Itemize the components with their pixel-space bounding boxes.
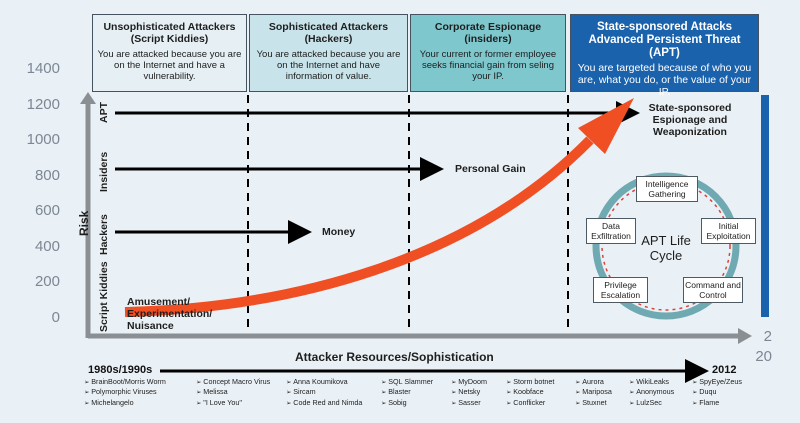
malware-item: Sircam bbox=[286, 387, 362, 397]
malware-item: Sobig bbox=[381, 398, 433, 408]
bg-tick: 1200 bbox=[26, 96, 60, 113]
blue-side-bar bbox=[761, 95, 769, 317]
malware-item: Koobface bbox=[506, 387, 554, 397]
malware-item: BrainBoot/Morris Worm bbox=[84, 377, 166, 387]
row-label-insiders: Insiders bbox=[98, 151, 110, 192]
malware-item: SQL Slammer bbox=[381, 377, 433, 387]
timeline-column: SQL Slammer Blaster Sobig bbox=[381, 377, 433, 408]
timeline-end: 2012 bbox=[712, 364, 737, 376]
timeline-column: Aurora Mariposa Stuxnet bbox=[575, 377, 612, 408]
timeline-start: 1980s/1990s bbox=[88, 364, 153, 376]
bg-trail: 20 bbox=[755, 348, 772, 365]
risk-curve bbox=[124, 136, 594, 317]
bg-tick: 1000 bbox=[26, 131, 60, 148]
header-title: State-sponsored Attacks Advanced Persist… bbox=[588, 21, 741, 59]
malware-item: LulzSec bbox=[629, 398, 674, 408]
stage-intelligence-gathering: Intelligence Gathering bbox=[636, 176, 698, 202]
malware-item: Mariposa bbox=[575, 387, 612, 397]
header-title: Corporate Espionage (insiders) bbox=[434, 21, 542, 45]
malware-item: Conflicker bbox=[506, 398, 554, 408]
malware-item: MyDoom bbox=[451, 377, 487, 387]
malware-item: Stuxnet bbox=[575, 398, 612, 408]
timeline-column: SpyEye/Zeus Duqu Flame bbox=[692, 377, 742, 408]
header-body: You are attacked because you are on the … bbox=[256, 49, 401, 82]
y-axis-label: Risk bbox=[77, 210, 91, 236]
target-money: Money bbox=[322, 226, 356, 238]
stage-data-exfiltration: Data Exfiltration bbox=[586, 218, 636, 244]
header-title: Unsophisticated Attackers (Script Kiddie… bbox=[103, 21, 236, 45]
malware-item: WikiLeaks bbox=[629, 377, 674, 387]
timeline-column: Anna Koumikova Sircam Code Red and Nimda bbox=[286, 377, 362, 408]
header-body: You are attacked because you are on the … bbox=[97, 49, 242, 82]
stage-initial-exploitation: Initial Exploitation bbox=[701, 218, 756, 244]
header-hackers: Sophisticated Attackers (Hackers) You ar… bbox=[249, 14, 408, 92]
timeline-column: MyDoom Netsky Sasser bbox=[451, 377, 487, 408]
timeline-column: Concept Macro Virus Melissa "I Love You" bbox=[196, 377, 270, 408]
malware-item: SpyEye/Zeus bbox=[692, 377, 742, 387]
timeline-column: Storm botnet Koobface Conflicker bbox=[506, 377, 554, 408]
bg-tick: 200 bbox=[34, 273, 60, 290]
malware-item: Aurora bbox=[575, 377, 612, 387]
malware-item: Anna Koumikova bbox=[286, 377, 362, 387]
header-apt: State-sponsored Attacks Advanced Persist… bbox=[570, 14, 759, 98]
malware-item: Polymorphic Viruses bbox=[84, 387, 166, 397]
malware-item: Michelangelo bbox=[84, 398, 166, 408]
row-label-script-kiddies: Script Kiddies bbox=[98, 261, 110, 332]
bg-tick: 0 bbox=[51, 309, 60, 326]
lifecycle-title: APT Life Cycle bbox=[641, 233, 691, 263]
timeline-column: BrainBoot/Morris Worm Polymorphic Viruse… bbox=[84, 377, 166, 408]
malware-item: Blaster bbox=[381, 387, 433, 397]
axes bbox=[80, 92, 752, 344]
malware-item: Storm botnet bbox=[506, 377, 554, 387]
bg-trail: 2 bbox=[763, 328, 772, 345]
malware-item: Anonymous bbox=[629, 387, 674, 397]
malware-item: Melissa bbox=[196, 387, 270, 397]
timeline-column: WikiLeaks Anonymous LulzSec bbox=[629, 377, 674, 408]
bg-tick: 800 bbox=[34, 167, 60, 184]
bg-tick: 400 bbox=[34, 238, 60, 255]
malware-item: Flame bbox=[692, 398, 742, 408]
header-title: Sophisticated Attackers (Hackers) bbox=[268, 21, 389, 45]
malware-item: Duqu bbox=[692, 387, 742, 397]
target-personal-gain: Personal Gain bbox=[455, 163, 526, 175]
header-script-kiddies: Unsophisticated Attackers (Script Kiddie… bbox=[92, 14, 247, 92]
target-state-sponsored: State-sponsored Espionage and Weaponizat… bbox=[648, 102, 732, 138]
stage-privilege-escalation: Privilege Escalation bbox=[593, 277, 648, 303]
row-label-hackers: Hackers bbox=[98, 214, 110, 255]
target-amusement: Amusement/ Experimentation/ Nuisance bbox=[127, 296, 213, 332]
header-body: Your current or former employee seeks fi… bbox=[419, 49, 557, 82]
column-separators bbox=[247, 95, 569, 333]
malware-item: Sasser bbox=[451, 398, 487, 408]
header-body: You are targeted because of who you are,… bbox=[577, 62, 752, 98]
row-label-apt: APT bbox=[98, 102, 110, 123]
bg-tick: 1400 bbox=[26, 60, 60, 77]
header-insiders: Corporate Espionage (insiders) Your curr… bbox=[410, 14, 566, 92]
malware-item: Code Red and Nimda bbox=[286, 398, 362, 408]
x-axis-label: Attacker Resources/Sophistication bbox=[295, 350, 494, 364]
stage-command-and-control: Command and Control bbox=[683, 277, 743, 303]
risk-curve-head bbox=[578, 98, 634, 154]
malware-item: Netsky bbox=[451, 387, 487, 397]
malware-item: "I Love You" bbox=[196, 398, 270, 408]
bg-tick: 600 bbox=[34, 202, 60, 219]
malware-item: Concept Macro Virus bbox=[196, 377, 270, 387]
